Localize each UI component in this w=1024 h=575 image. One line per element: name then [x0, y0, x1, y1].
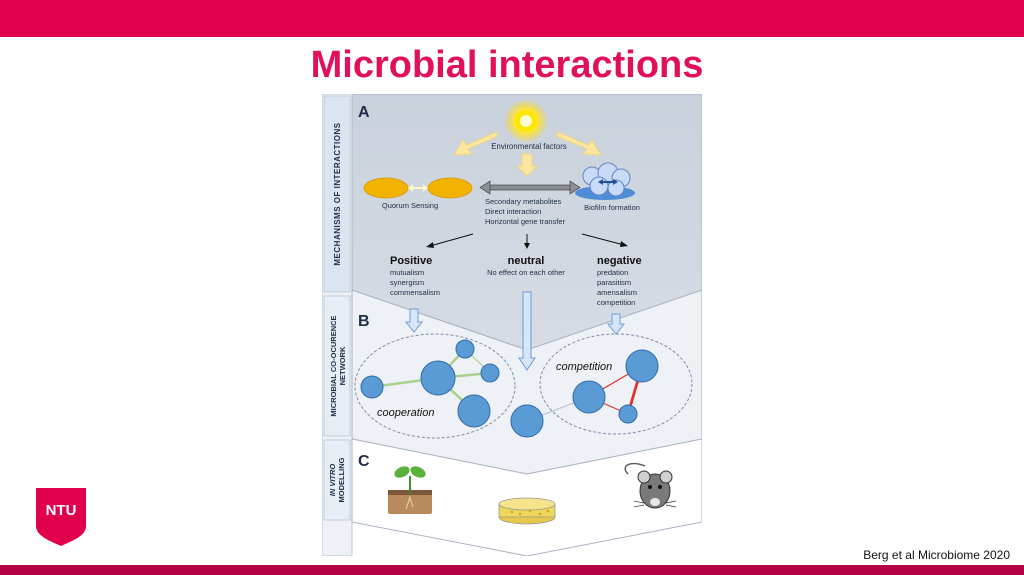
side-label-c-2: MODELLING [337, 457, 346, 502]
outcome-arrows [426, 233, 628, 249]
arrow-positive-down [404, 308, 424, 333]
negative-item-4: competition [597, 298, 635, 307]
network-node [360, 375, 384, 399]
neutral-item-1: No effect on each other [487, 268, 565, 277]
network-node [625, 349, 659, 383]
env-arrow-right [555, 131, 602, 156]
mouse-icon [624, 462, 677, 509]
panel-letter-b: B [358, 313, 370, 330]
ntu-logo-text: NTU [46, 502, 77, 519]
network-node [510, 404, 544, 438]
cooperation-cluster-outline [354, 333, 516, 439]
footer-bar [0, 565, 1024, 575]
env-arrow-left [453, 131, 499, 156]
panel-c-background [351, 438, 702, 556]
positive-heading: Positive [390, 255, 432, 267]
plant-icon [388, 466, 432, 514]
env-factors-label: Environmental factors [491, 142, 567, 151]
mechanism-2: Direct interaction [485, 207, 541, 216]
panel-letter-a: A [358, 104, 370, 121]
positive-item-1: mutualism [390, 268, 424, 277]
side-label-c-1: IN VITRO [328, 464, 337, 497]
side-label-b-2: NETWORK [338, 346, 347, 385]
network-node [572, 380, 606, 414]
quorum-sensing-label: Quorum Sensing [382, 201, 438, 210]
header-bar [0, 0, 1024, 37]
negative-heading: negative [597, 255, 642, 267]
arrow-negative-down [606, 313, 626, 335]
sun-icon [504, 99, 548, 143]
network-node [457, 394, 491, 428]
mechanism-3: Horizontal gene transfer [485, 217, 566, 226]
ntu-logo: NTU [36, 488, 86, 546]
quorum-sensing-icon [363, 177, 473, 199]
network-node [618, 404, 638, 424]
competition-cluster-outline [539, 333, 693, 435]
network-node [455, 339, 475, 359]
competition-label: competition [556, 361, 612, 373]
negative-item-3: amensalism [597, 288, 637, 297]
petri-dish-icon [498, 497, 556, 525]
arrow-neutral-down [518, 291, 536, 371]
side-label-b-1: MICROBIAL CO-OCURENCE [329, 315, 338, 416]
negative-item-1: predation [597, 268, 628, 277]
neutral-heading: neutral [508, 255, 545, 267]
slide-title: Microbial interactions [310, 44, 704, 86]
side-cell-a [323, 95, 351, 293]
mechanism-1: Secondary metabolites [485, 197, 562, 206]
citation-text: Berg et al Microbiome 2020 [863, 548, 1010, 562]
cooperation-label: cooperation [377, 407, 435, 419]
microbial-interactions-figure: MECHANISMS OF INTERACTIONS MICROBIAL CO-… [322, 94, 702, 556]
side-label-a: MECHANISMS OF INTERACTIONS [333, 122, 342, 265]
negative-item-2: parasitism [597, 278, 631, 287]
biofilm-icon [575, 162, 635, 200]
side-cell-b [323, 295, 351, 437]
biofilm-label: Biofilm formation [584, 203, 640, 212]
network-node [480, 363, 500, 383]
panel-letter-c: C [358, 453, 370, 470]
network-node [420, 360, 456, 396]
mechanism-double-arrow [479, 180, 581, 195]
positive-item-3: commensalism [390, 288, 440, 297]
side-cell-c [323, 439, 351, 521]
env-arrow-down [516, 153, 538, 177]
positive-item-2: synergism [390, 278, 424, 287]
